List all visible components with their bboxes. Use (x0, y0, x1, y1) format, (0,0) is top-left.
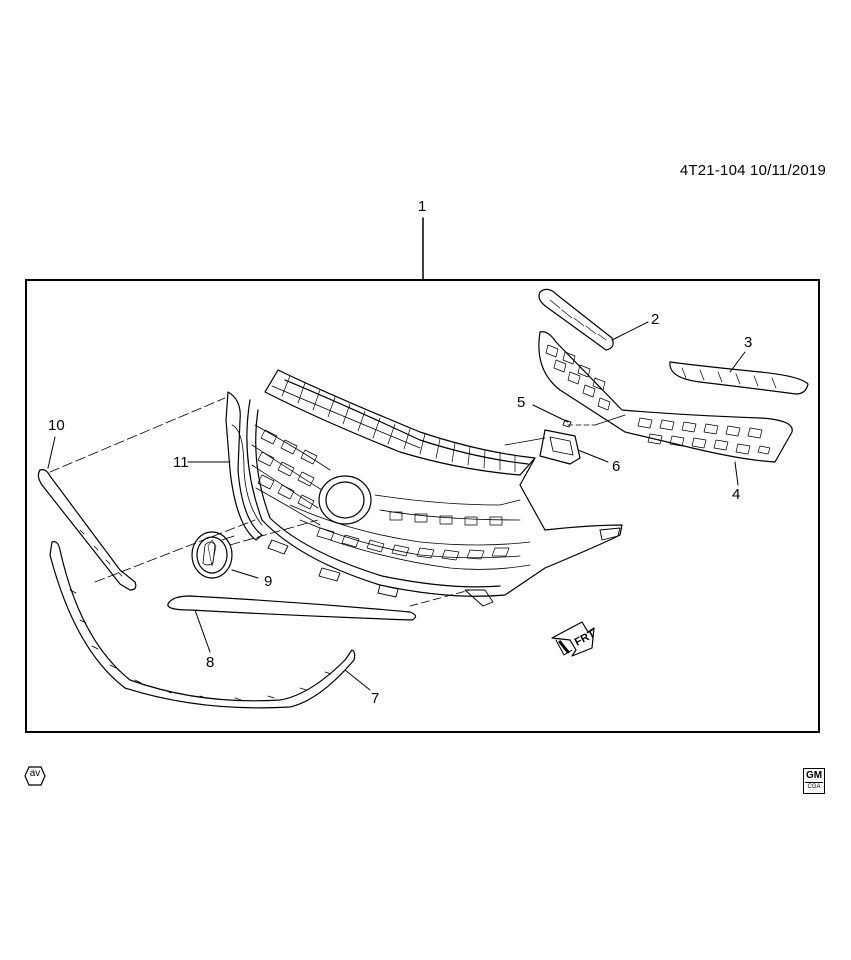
av-badge-icon: av (24, 766, 46, 786)
callout-1: 1 (418, 198, 427, 215)
part-9-emblem (191, 519, 319, 579)
callout-8: 8 (206, 654, 215, 671)
part-10-strip (37, 397, 256, 591)
callout-5: 5 (517, 394, 526, 411)
part-3-moulding (669, 351, 809, 395)
frt-arrow-icon (551, 621, 595, 657)
grille-main (246, 369, 623, 607)
callout-11: 11 (173, 454, 189, 471)
part-6-bracket (504, 429, 609, 465)
callout-10: 10 (48, 417, 65, 434)
callout-2: 2 (651, 311, 660, 328)
gm-logo: GM CGA (803, 768, 825, 794)
callout-6: 6 (612, 458, 621, 475)
part-4-insert (538, 331, 793, 486)
gm-logo-sub: CGA (807, 784, 821, 790)
assembly-frame (25, 279, 820, 733)
part-7-strip (49, 541, 371, 709)
part-8-strip (167, 589, 471, 653)
gm-logo-brand: GM (805, 770, 823, 783)
diagram-id-date: 4T21-104 10/11/2019 (679, 162, 826, 179)
part-11-bracket (187, 391, 263, 541)
part-2-moulding (538, 288, 649, 351)
callout-7: 7 (371, 690, 380, 707)
callout-4: 4 (732, 486, 741, 503)
callout-9: 9 (264, 573, 273, 590)
av-badge-text: av (29, 768, 41, 779)
part-5-screw (532, 404, 626, 428)
callout-3: 3 (744, 334, 753, 351)
